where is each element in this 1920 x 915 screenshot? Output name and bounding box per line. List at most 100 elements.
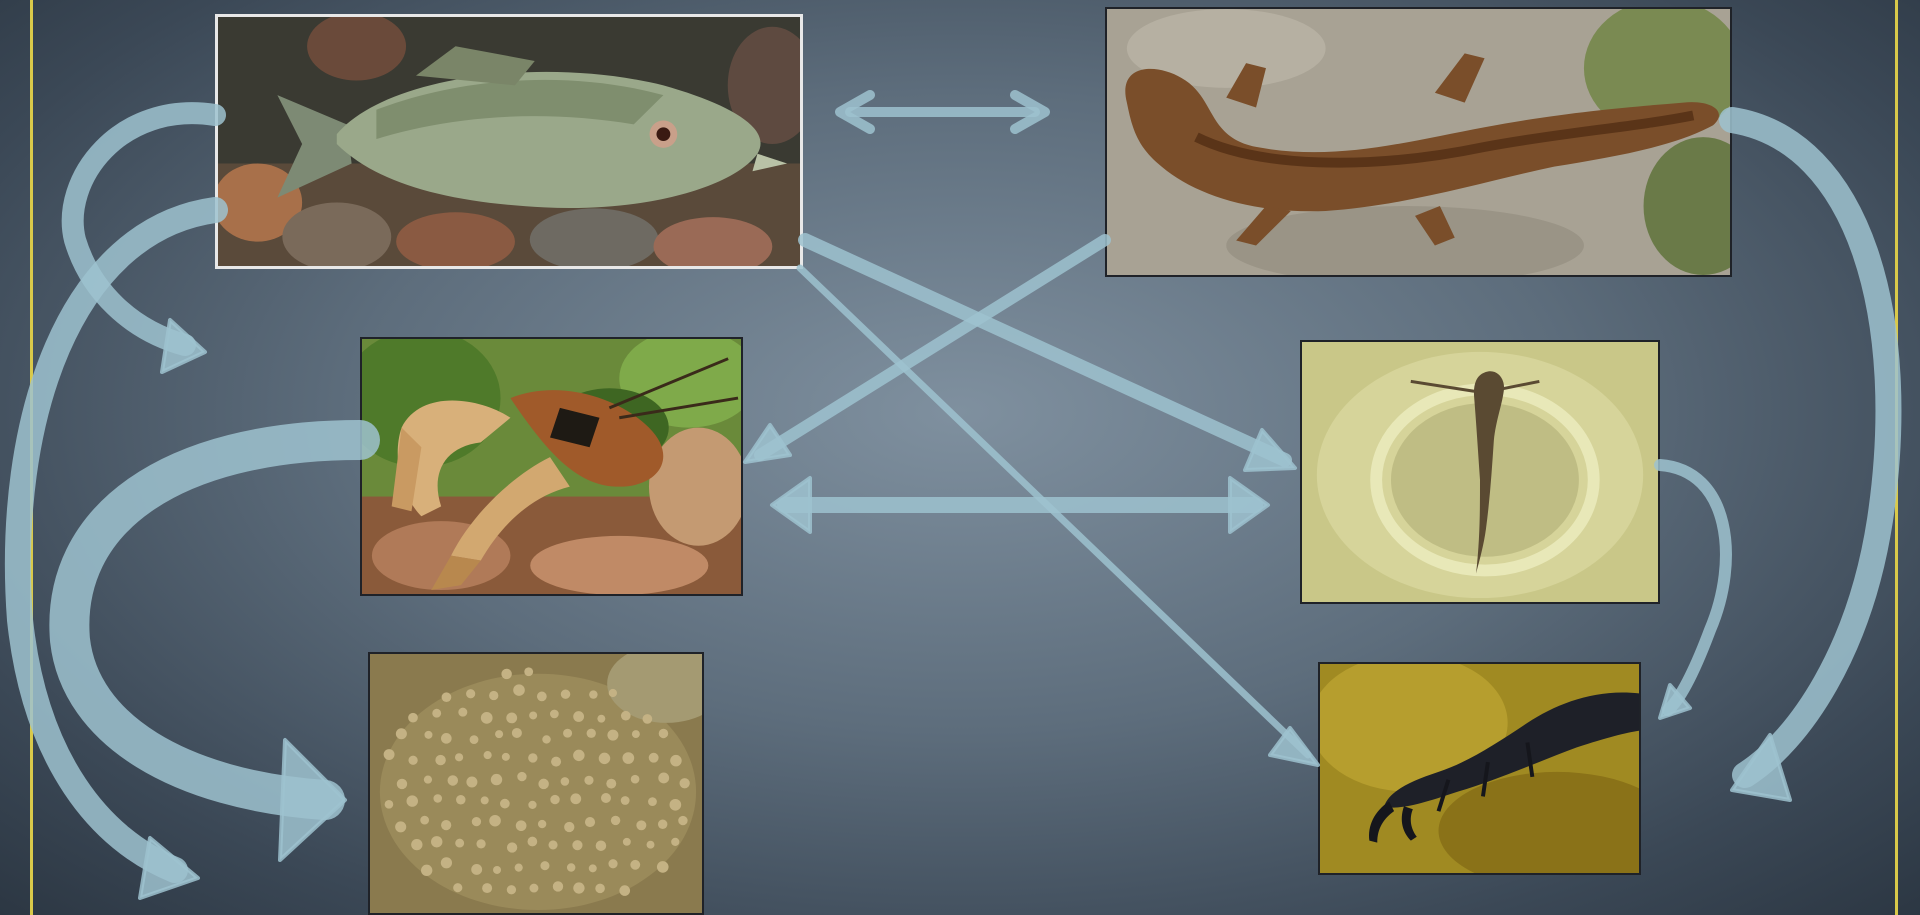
egg-dot bbox=[476, 839, 485, 848]
egg-dot bbox=[585, 817, 595, 827]
arrow-bass-dobsonfly bbox=[800, 268, 1318, 765]
arrow-bass-eggs bbox=[18, 210, 215, 898]
egg-dot bbox=[573, 750, 584, 761]
right-frame-line bbox=[1895, 0, 1898, 915]
egg-dot bbox=[420, 816, 429, 825]
egg-dot bbox=[411, 839, 422, 850]
egg-dot bbox=[606, 779, 616, 789]
egg-dot bbox=[609, 689, 617, 697]
egg-dot bbox=[396, 728, 407, 739]
egg-dot bbox=[491, 774, 502, 785]
egg-dot bbox=[589, 690, 597, 698]
egg-dot bbox=[621, 711, 631, 721]
egg-dot bbox=[596, 840, 607, 850]
egg-dot bbox=[433, 794, 442, 803]
egg-dot bbox=[524, 667, 533, 676]
egg-dot bbox=[384, 749, 395, 760]
egg-dot bbox=[470, 735, 479, 744]
arrow-hellbender-crayfish bbox=[745, 240, 1105, 462]
egg-dot bbox=[537, 692, 547, 702]
egg-dot bbox=[573, 711, 584, 722]
egg-dot bbox=[630, 860, 640, 870]
egg-dot bbox=[441, 820, 451, 830]
egg-dot bbox=[550, 710, 559, 719]
egg-dot bbox=[659, 729, 668, 738]
egg-dot bbox=[448, 775, 458, 785]
egg-dot bbox=[561, 689, 570, 698]
egg-dot bbox=[421, 865, 432, 876]
egg-dot bbox=[481, 712, 493, 724]
egg-dot bbox=[493, 866, 501, 874]
bass-photo bbox=[215, 14, 803, 269]
egg-dot bbox=[540, 861, 549, 870]
egg-dot bbox=[484, 751, 492, 759]
crayfish-icon bbox=[362, 339, 741, 594]
egg-dot bbox=[671, 838, 679, 846]
hellbender-photo bbox=[1105, 7, 1732, 277]
egg-dot bbox=[658, 773, 669, 784]
egg-dot bbox=[563, 729, 572, 738]
egg-dot bbox=[643, 714, 653, 724]
larva-photo bbox=[1300, 340, 1660, 604]
egg-dot bbox=[564, 822, 574, 832]
egg-dot bbox=[678, 816, 687, 825]
egg-dot bbox=[553, 881, 563, 891]
eggs-photo bbox=[368, 652, 704, 915]
egg-dot bbox=[561, 777, 570, 786]
egg-dot bbox=[466, 689, 475, 698]
egg-dot bbox=[482, 883, 492, 893]
egg-dot bbox=[599, 753, 610, 764]
hellbender-salamander-icon bbox=[1107, 9, 1730, 275]
egg-dot bbox=[408, 713, 418, 723]
dobsonfly-photo bbox=[1318, 662, 1641, 875]
egg-dot bbox=[622, 752, 634, 764]
egg-dot bbox=[649, 753, 659, 763]
egg-dot bbox=[589, 864, 597, 872]
egg-dot bbox=[489, 691, 498, 700]
egg-dot bbox=[550, 795, 559, 804]
egg-dot bbox=[441, 857, 452, 868]
smallmouth-bass-icon bbox=[218, 17, 800, 266]
egg-dot bbox=[527, 837, 537, 847]
egg-dot bbox=[658, 820, 667, 829]
egg-dot bbox=[670, 799, 682, 811]
egg-dot bbox=[517, 772, 526, 781]
egg-dot bbox=[395, 821, 406, 832]
egg-dot bbox=[572, 840, 582, 850]
egg-dot bbox=[621, 796, 630, 805]
egg-dot bbox=[408, 756, 417, 765]
egg-dot bbox=[506, 712, 517, 723]
egg-dot bbox=[502, 753, 510, 761]
egg-dot bbox=[608, 859, 617, 868]
egg-dot bbox=[597, 715, 605, 723]
crayfish-photo bbox=[360, 337, 743, 596]
arrow-bass-crayfish bbox=[73, 113, 215, 372]
egg-dot bbox=[619, 885, 630, 896]
egg-dot bbox=[495, 730, 503, 738]
arrow-bass-hellbender bbox=[840, 95, 1045, 129]
egg-dot bbox=[397, 779, 407, 789]
egg-dot bbox=[501, 669, 512, 679]
egg-dot bbox=[515, 864, 523, 872]
arrow-crayfish-eggs bbox=[69, 440, 360, 860]
egg-dot bbox=[670, 755, 682, 766]
egg-dot bbox=[632, 730, 640, 738]
arrow-larva-dobsonfly bbox=[1660, 465, 1726, 718]
egg-dot bbox=[551, 757, 561, 767]
egg-dot bbox=[441, 733, 452, 744]
egg-dot bbox=[442, 692, 452, 702]
egg-dot bbox=[528, 801, 536, 809]
egg-dot bbox=[500, 799, 510, 809]
egg-dot bbox=[601, 793, 611, 803]
egg-dot bbox=[657, 861, 669, 873]
egg-dot bbox=[513, 684, 525, 696]
egg-dot bbox=[456, 795, 465, 804]
arrow-crayfish-larva bbox=[772, 478, 1268, 532]
egg-dot bbox=[542, 735, 550, 743]
egg-dot bbox=[453, 883, 462, 892]
egg-dot bbox=[607, 730, 618, 741]
egg-dot bbox=[631, 775, 640, 784]
egg-dot bbox=[385, 800, 394, 809]
egg-dot bbox=[538, 779, 549, 789]
egg-dot bbox=[595, 884, 605, 894]
